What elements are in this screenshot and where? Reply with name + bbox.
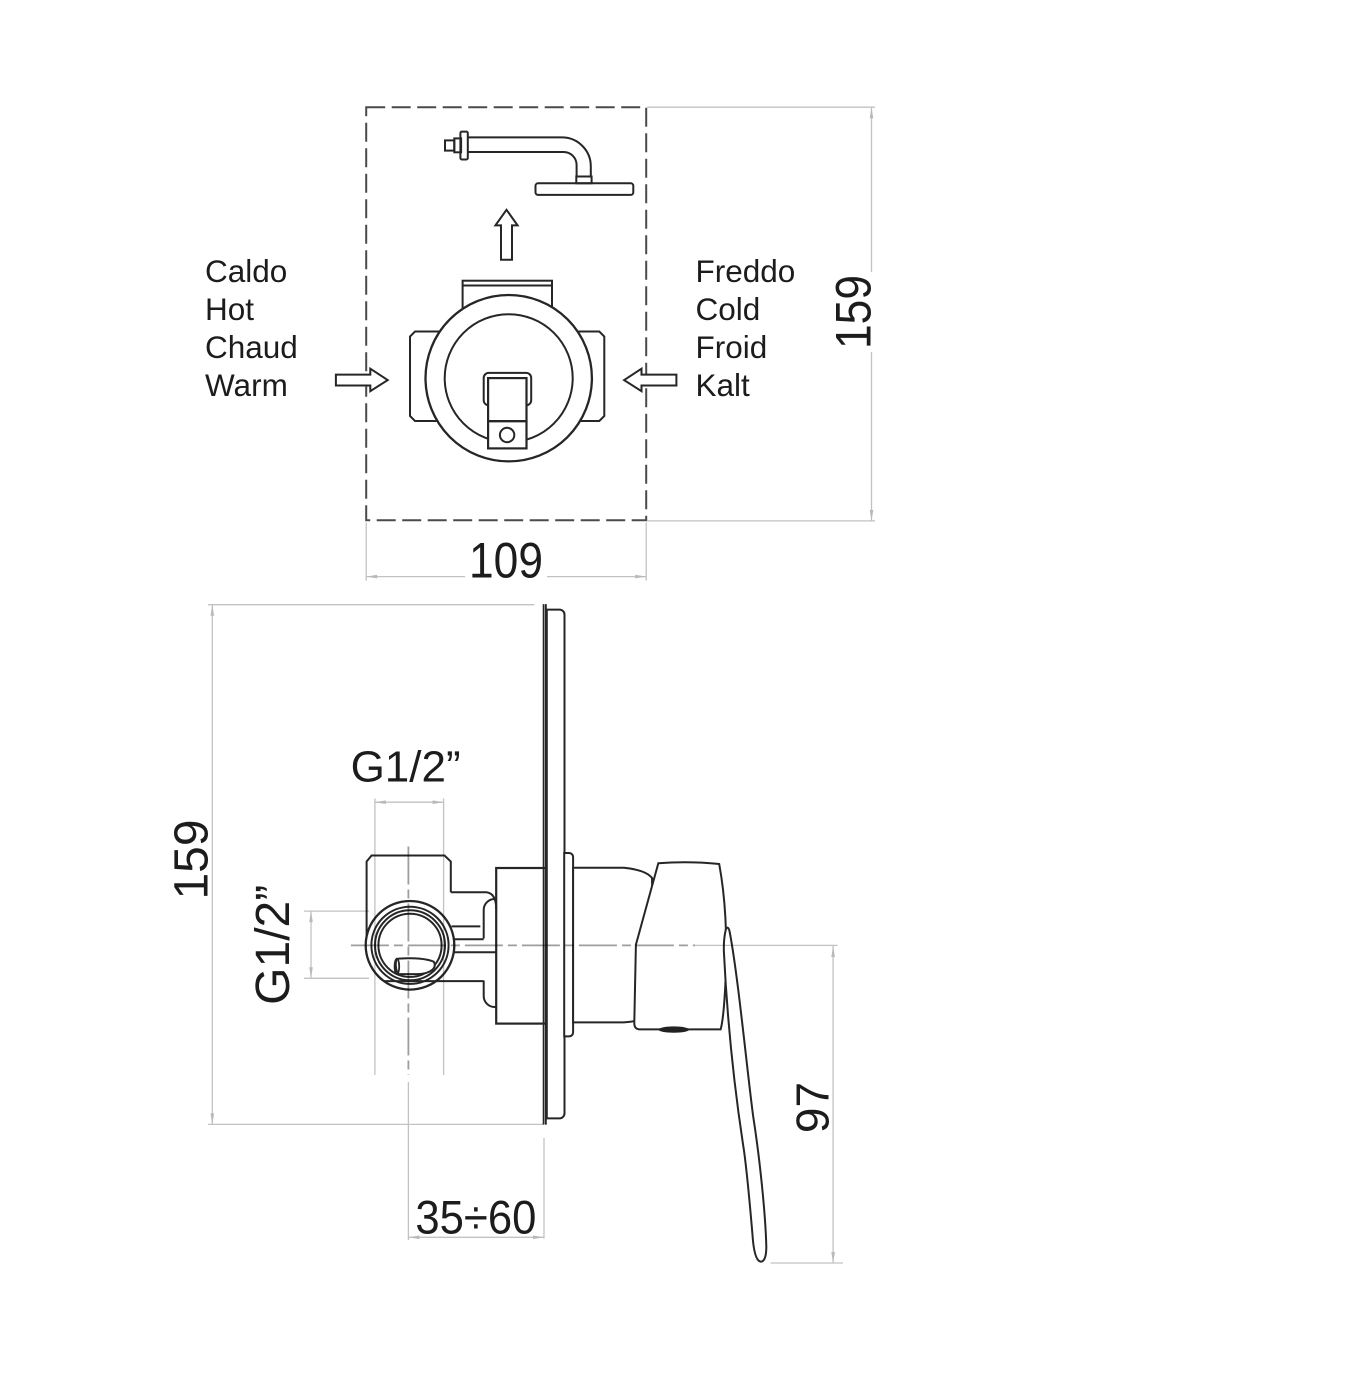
svg-text:Freddo: Freddo: [696, 253, 796, 289]
svg-text:Warm: Warm: [205, 367, 288, 403]
svg-text:G1/2”: G1/2”: [351, 742, 461, 791]
svg-text:109: 109: [469, 533, 543, 589]
svg-text:97: 97: [787, 1082, 839, 1133]
svg-text:159: 159: [166, 819, 219, 899]
svg-text:Froid: Froid: [696, 329, 768, 365]
svg-text:G1/2”: G1/2”: [247, 885, 300, 1005]
svg-text:Cold: Cold: [696, 291, 761, 327]
svg-text:Kalt: Kalt: [696, 367, 751, 403]
svg-text:35÷60: 35÷60: [415, 1191, 536, 1244]
svg-text:159: 159: [826, 275, 882, 349]
svg-text:Chaud: Chaud: [205, 329, 298, 365]
svg-text:Hot: Hot: [205, 291, 254, 327]
svg-text:Caldo: Caldo: [205, 253, 287, 289]
